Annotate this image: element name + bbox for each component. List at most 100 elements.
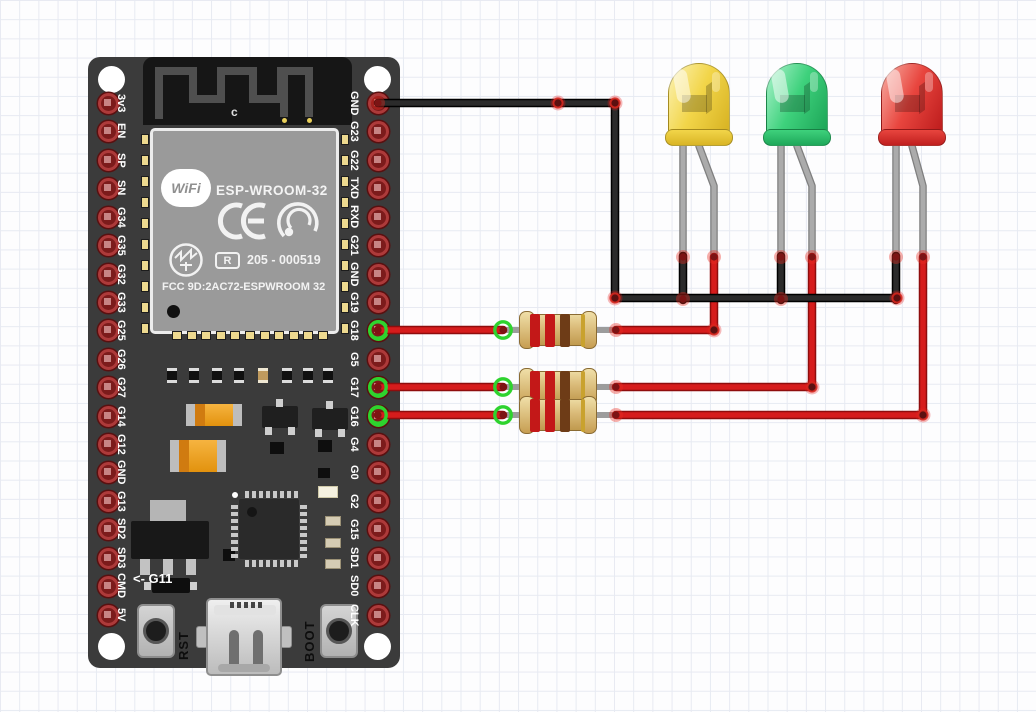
wire-resistor-to-red-led[interactable] (611, 252, 928, 420)
qfn-pin (231, 540, 238, 544)
pin-label-G26: G26 (115, 348, 127, 370)
castellation-pad (274, 331, 285, 340)
pcb-antenna: c (143, 57, 352, 125)
resistor-band-red (545, 399, 555, 432)
pin-right-G2[interactable] (367, 490, 389, 512)
pin-right-SD1[interactable] (367, 547, 389, 569)
pin-left-G13[interactable] (97, 490, 119, 512)
smd-passive (167, 368, 177, 383)
wire-endpoint[interactable] (374, 326, 382, 334)
wire-endpoint[interactable] (679, 253, 687, 261)
pin-right-RXD[interactable] (367, 206, 389, 228)
wire-endpoint[interactable] (777, 295, 785, 303)
wire-bend-point[interactable] (806, 381, 818, 393)
qfn-pin (252, 491, 256, 498)
onboard-led (318, 486, 338, 498)
wire-endpoint[interactable] (499, 326, 507, 334)
resistor-1[interactable] (519, 311, 597, 349)
pin-label-G17: G17 (348, 376, 360, 398)
pin-left-SN[interactable] (97, 177, 119, 199)
red-led[interactable] (878, 63, 946, 151)
wire-endpoint[interactable] (710, 253, 718, 261)
led-highlight (810, 72, 818, 92)
esp32-devkit-board[interactable]: c WiFi ESP-WROOM-32 R 205 - 000519 (88, 57, 400, 676)
pin-left-SP[interactable] (97, 149, 119, 171)
wire-endpoint[interactable] (679, 295, 687, 303)
pin-right-G5[interactable] (367, 348, 389, 370)
gnd-bus-wire[interactable] (375, 100, 900, 301)
wire-resistor-to-yellow-led[interactable] (613, 254, 717, 333)
pin-left-EN[interactable] (97, 120, 119, 142)
pin-left-CMD[interactable] (97, 575, 119, 597)
green-led[interactable] (763, 63, 831, 151)
wire-bend-point[interactable] (552, 97, 564, 109)
wire-endpoint[interactable] (777, 253, 785, 261)
pin-left-SD2[interactable] (97, 518, 119, 540)
wire-endpoint[interactable] (919, 253, 927, 261)
pin-left-5V[interactable] (97, 604, 119, 626)
pin-left-SD3[interactable] (97, 547, 119, 569)
led-flange (878, 129, 946, 146)
castellation-pad (341, 281, 349, 292)
pin-left-G32[interactable] (97, 263, 119, 285)
qfn-pin (231, 526, 238, 530)
wire-bend-point[interactable] (609, 97, 621, 109)
regulator-leg (186, 559, 196, 575)
pin-left-G14[interactable] (97, 405, 119, 427)
wire-resistor-to-yellow-led[interactable] (611, 252, 719, 335)
pin-right-CLK[interactable] (367, 604, 389, 626)
pin-label-G35: G35 (115, 234, 127, 256)
wire-endpoint[interactable] (612, 326, 620, 334)
pin-right-G23[interactable] (367, 120, 389, 142)
pin-right-G19[interactable] (367, 291, 389, 313)
wire-bend-point[interactable] (891, 292, 903, 304)
smd-component (325, 516, 341, 526)
diode (152, 578, 190, 593)
yellow-led[interactable] (665, 63, 733, 151)
resistor-3[interactable] (519, 396, 597, 434)
qfn-pin (231, 533, 238, 537)
led-anode-leg (696, 143, 717, 261)
wire-endpoint[interactable] (612, 383, 620, 391)
pin-left-G35[interactable] (97, 234, 119, 256)
pin-left-G33[interactable] (97, 291, 119, 313)
pin-label-SD1: SD1 (348, 547, 360, 569)
castellation-pad (201, 331, 212, 340)
pin-left-3v3[interactable] (97, 92, 119, 114)
pin-left-G12[interactable] (97, 433, 119, 455)
wire-endpoint[interactable] (499, 383, 507, 391)
resistor-band-brown (560, 399, 570, 432)
wire-resistor-to-red-led[interactable] (613, 254, 926, 418)
pin-left-G26[interactable] (97, 348, 119, 370)
pin-right-TXD[interactable] (367, 177, 389, 199)
qfn-pin (252, 560, 256, 567)
wire-endpoint[interactable] (808, 253, 816, 261)
pin-right-G0[interactable] (367, 461, 389, 483)
pin-right-G21[interactable] (367, 234, 389, 256)
wire-endpoint[interactable] (374, 411, 382, 419)
pin-right-G4[interactable] (367, 433, 389, 455)
pin-left-G27[interactable] (97, 376, 119, 398)
wire-endpoint[interactable] (499, 411, 507, 419)
qfn-pin (259, 560, 263, 567)
qfn-pin (231, 519, 238, 523)
wire-endpoint[interactable] (892, 253, 900, 261)
wire-bend-point[interactable] (609, 292, 621, 304)
led-highlight (712, 72, 720, 92)
wire-bend-point[interactable] (708, 324, 720, 336)
pin-right-G22[interactable] (367, 149, 389, 171)
pin-right-G15[interactable] (367, 518, 389, 540)
wire-endpoint[interactable] (612, 411, 620, 419)
smd-passive (323, 368, 333, 383)
qfn-orientation-dot (232, 492, 238, 498)
pin-right-SD0[interactable] (367, 575, 389, 597)
pin-right-GND[interactable] (367, 263, 389, 285)
wire-endpoint[interactable] (374, 99, 382, 107)
pin-label-EN: EN (115, 123, 127, 139)
wire-endpoint[interactable] (374, 383, 382, 391)
pin-left-G25[interactable] (97, 319, 119, 341)
wire-bend-point[interactable] (917, 409, 929, 421)
pin-left-GND[interactable] (97, 461, 119, 483)
pin-left-G34[interactable] (97, 206, 119, 228)
led-anode-leg (794, 143, 815, 261)
